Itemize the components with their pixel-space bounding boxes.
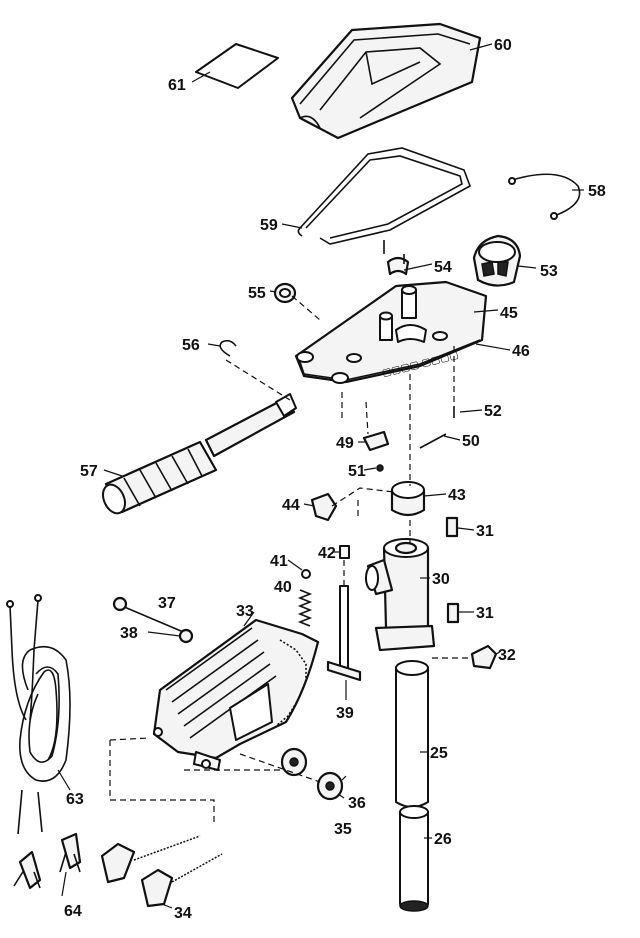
callout-64: 64 — [64, 903, 82, 920]
callout-49: 49 — [336, 435, 354, 452]
callout-58: 58 — [588, 183, 606, 200]
part-32-knob — [470, 644, 498, 670]
callout-33: 33 — [236, 603, 254, 620]
callout-42: 42 — [318, 545, 336, 562]
callout-45: 45 — [500, 305, 518, 322]
part-64-battery-clips — [13, 832, 82, 890]
callout-46: 46 — [512, 343, 530, 360]
callout-59: 59 — [260, 217, 278, 234]
part-50-pin — [419, 433, 447, 449]
callout-63: 63 — [66, 791, 84, 808]
part-31-pad-upper — [445, 516, 459, 538]
part-55-washer — [273, 282, 297, 304]
part-42-pin — [339, 545, 350, 559]
part-54-clip — [386, 256, 410, 276]
callout-labels: 61 60 58 59 54 53 55 45 56 46 52 49 50 5… — [64, 37, 606, 922]
callout-37: 37 — [158, 595, 176, 612]
callout-56: 56 — [182, 337, 200, 354]
callout-31-upper: 31 — [476, 523, 494, 540]
part-45-housing: ▢▢▢▢ ▢▢▢▢ — [294, 280, 488, 384]
part-37-bolt — [112, 596, 189, 635]
callout-38: 38 — [120, 625, 138, 642]
callout-50: 50 — [462, 433, 480, 450]
callout-61: 61 — [168, 77, 186, 94]
part-58-end-b — [550, 212, 558, 220]
part-57-tiller-handle — [102, 393, 297, 515]
callout-57: 57 — [80, 463, 98, 480]
callout-43: 43 — [448, 487, 466, 504]
part-35-pad — [316, 771, 344, 801]
callout-52: 52 — [484, 403, 502, 420]
part-30-swivel-bracket — [365, 538, 436, 652]
part-34-clamp-screws — [100, 835, 223, 908]
callout-54: 54 — [434, 259, 452, 276]
part-58-end-a — [508, 177, 516, 185]
part-26-tube — [399, 805, 429, 912]
callout-34: 34 — [174, 905, 192, 922]
part-49-bracket — [362, 430, 390, 452]
part-58-wire — [511, 173, 581, 217]
part-38-nut — [178, 628, 194, 644]
callout-55: 55 — [248, 285, 266, 302]
callout-60: 60 — [494, 37, 512, 54]
part-36-pad — [280, 747, 308, 777]
callout-44: 44 — [282, 497, 300, 514]
part-56-ring — [219, 339, 237, 357]
part-41-ball — [301, 569, 311, 579]
callout-40: 40 — [274, 579, 292, 596]
part-39-shaft — [326, 585, 362, 682]
part-31-pad-lower — [446, 602, 460, 624]
callout-35: 35 — [334, 821, 352, 838]
callout-32: 32 — [498, 647, 516, 664]
callout-31-lower: 31 — [476, 605, 494, 622]
part-43-collar — [390, 481, 426, 517]
part-53-switch — [472, 234, 522, 287]
part-25-tube — [395, 660, 429, 808]
callout-51: 51 — [348, 463, 366, 480]
callout-26: 26 — [434, 831, 452, 848]
part-59-gasket — [297, 147, 471, 245]
part-40-spring — [297, 589, 313, 627]
assembly-guide-lines — [109, 295, 470, 824]
part-61-decal — [195, 43, 279, 89]
part-51-ball — [376, 464, 384, 472]
callout-41: 41 — [270, 553, 288, 570]
part-44-knob — [310, 492, 338, 522]
callout-39: 39 — [336, 705, 354, 722]
callout-36: 36 — [348, 795, 366, 812]
part-60-cover — [290, 22, 482, 140]
callout-53: 53 — [540, 263, 558, 280]
part-63-power-cord — [6, 594, 71, 835]
callout-30: 30 — [432, 571, 450, 588]
callout-25: 25 — [430, 745, 448, 762]
callout-leaders — [57, 43, 584, 909]
part-33-clamp-bracket — [152, 618, 320, 771]
